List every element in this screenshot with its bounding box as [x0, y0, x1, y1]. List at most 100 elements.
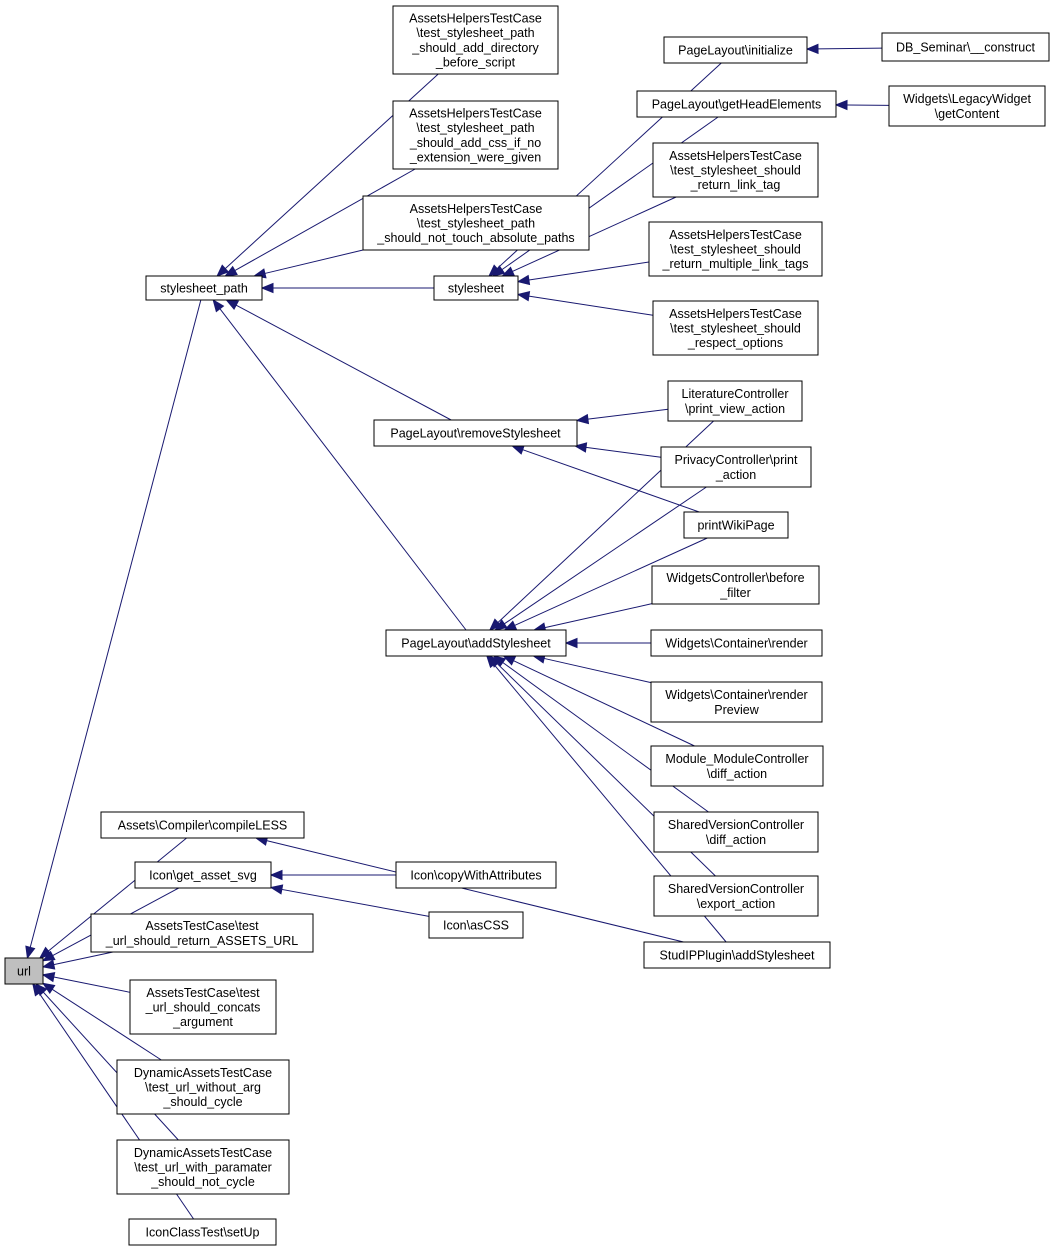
node-label-line: _respect_options: [687, 336, 783, 350]
node-label-line: DynamicAssetsTestCase: [134, 1066, 272, 1080]
node-label-line: DynamicAssetsTestCase: [134, 1146, 272, 1160]
node-box: [663, 36, 808, 64]
edge-printWiki-to-removeStylesheet: [522, 449, 700, 513]
node-t-abs[interactable]: AssetsHelpersTestCase\test_stylesheet_pa…: [362, 195, 590, 251]
node-label-line: \diff_action: [707, 767, 767, 781]
node-priv-print[interactable]: PrivacyController\print_action: [660, 446, 812, 488]
node-box: [134, 861, 272, 889]
node-box: [652, 142, 819, 198]
node-label-line: IconClassTest\setUp: [146, 1226, 260, 1240]
node-printWiki[interactable]: printWikiPage: [683, 511, 789, 539]
node-label-line: \test_stylesheet_should: [670, 243, 801, 257]
arrowhead-stylesheet_path: [216, 264, 230, 277]
node-label-line: PageLayout\getHeadElements: [652, 98, 822, 112]
node-sv-diff[interactable]: SharedVersionController\diff_action: [653, 811, 819, 853]
node-t-link-tag[interactable]: AssetsHelpersTestCase\test_stylesheet_sh…: [652, 142, 819, 198]
node-pl-getHead[interactable]: PageLayout\getHeadElements: [636, 90, 837, 118]
node-label-line: _should_add_directory: [411, 41, 539, 55]
node-get-asset-svg[interactable]: Icon\get_asset_svg: [134, 861, 272, 889]
edge-test_url_with-to-url: [42, 991, 179, 1141]
node-t-multi[interactable]: AssetsHelpersTestCase\test_stylesheet_sh…: [648, 221, 823, 277]
node-box: [129, 979, 277, 1035]
node-t-respect[interactable]: AssetsHelpersTestCase\test_stylesheet_sh…: [652, 300, 819, 356]
node-label-line: Icon\copyWithAttributes: [410, 869, 541, 883]
node-label-line: url: [17, 965, 31, 979]
arrowhead-stylesheet: [491, 265, 506, 277]
node-mm-diff[interactable]: Module_ModuleController\diff_action: [650, 745, 824, 787]
edge-printWiki-to-addStylesheet: [514, 537, 708, 626]
arrowhead-addStylesheet: [502, 655, 517, 666]
node-studip-add[interactable]: StudIPPlugin\addStylesheet: [643, 941, 831, 969]
arrowhead-removeStylesheet: [511, 444, 525, 455]
node-copyWithAttributes[interactable]: Icon\copyWithAttributes: [395, 861, 557, 889]
node-label-line: AssetsHelpersTestCase: [409, 12, 542, 26]
node-test-url-return[interactable]: AssetsTestCase\test_url_should_return_AS…: [90, 913, 314, 953]
node-label-line: DB_Seminar\__construct: [896, 41, 1035, 55]
node-label-line: SharedVersionController: [668, 818, 804, 832]
node-t-css[interactable]: AssetsHelpersTestCase\test_stylesheet_pa…: [392, 100, 559, 170]
arrowhead-stylesheet_path: [212, 298, 225, 313]
node-box: [683, 511, 789, 539]
node-lw-getContent[interactable]: Widgets\LegacyWidget\getContent: [888, 85, 1046, 127]
node-stylesheet-path[interactable]: stylesheet_path: [145, 275, 263, 301]
node-compileLESS[interactable]: Assets\Compiler\compileLESS: [100, 811, 305, 839]
node-db-construct[interactable]: DB_Seminar\__construct: [881, 32, 1050, 62]
arrowhead-pl_initialize: [805, 43, 819, 55]
edge-sv_diff-to-addStylesheet: [502, 662, 709, 813]
node-test-url-with[interactable]: DynamicAssetsTestCase\test_url_with_para…: [116, 1139, 290, 1195]
node-label-line: _action: [715, 468, 756, 482]
edge-db_construct-to-pl_initialize: [817, 47, 883, 50]
node-test-url-without[interactable]: DynamicAssetsTestCase\test_url_without_a…: [116, 1059, 290, 1115]
edge-t_respect-to-stylesheet: [528, 295, 654, 316]
node-box: [428, 911, 524, 939]
node-addStylesheet[interactable]: PageLayout\addStylesheet: [385, 629, 567, 657]
node-label-line: \diff_action: [706, 833, 766, 847]
node-label-line: Assets\Compiler\compileLESS: [118, 819, 288, 833]
node-label-line: AssetsHelpersTestCase: [669, 228, 802, 242]
node-box: [652, 300, 819, 356]
node-wc-before[interactable]: WidgetsController\before_filter: [651, 565, 820, 605]
node-test-url-concats[interactable]: AssetsTestCase\test_url_should_concats_a…: [129, 979, 277, 1035]
node-asCSS[interactable]: Icon\asCSS: [428, 911, 524, 939]
node-label-line: Icon\get_asset_svg: [149, 869, 257, 883]
arrowhead-pl_getHead: [834, 99, 848, 111]
node-box: [385, 629, 567, 657]
node-label-line: _should_not_cycle: [150, 1175, 255, 1189]
node-label-line: PrivacyController\print: [675, 453, 798, 467]
arrowhead-stylesheet: [516, 291, 531, 302]
node-t-dir[interactable]: AssetsHelpersTestCase\test_stylesheet_pa…: [392, 5, 559, 75]
node-label-line: AssetsHelpersTestCase: [669, 149, 802, 163]
arrowhead-removeStylesheet: [575, 413, 590, 425]
node-label-line: _extension_were_given: [409, 150, 541, 164]
node-box: [362, 195, 590, 251]
node-box: [653, 811, 819, 853]
edge-t_abs-to-stylesheet_path: [264, 249, 364, 274]
arrowhead-url: [32, 982, 44, 997]
node-sv-export[interactable]: SharedVersionController\export_action: [653, 875, 819, 917]
node-url[interactable]: url: [4, 957, 44, 985]
node-label-line: _should_not_touch_absolute_paths: [376, 231, 574, 245]
node-lit-print[interactable]: LiteratureController\print_view_action: [667, 380, 803, 422]
node-label-line: _url_should_return_ASSETS_URL: [105, 934, 299, 948]
node-label-line: _argument: [172, 1015, 233, 1029]
edge-t_multi-to-stylesheet: [528, 261, 650, 281]
node-stylesheet[interactable]: stylesheet: [433, 275, 519, 301]
node-box: [650, 745, 824, 787]
node-label-line: PageLayout\initialize: [678, 44, 793, 58]
arrowhead-stylesheet_path: [224, 265, 238, 277]
node-wc-render[interactable]: Widgets\Container\render: [650, 629, 823, 657]
edge-lit_print-to-removeStylesheet: [587, 408, 669, 420]
node-label-line: AssetsHelpersTestCase: [410, 202, 543, 216]
node-label-line: Module_ModuleController: [665, 752, 808, 766]
node-label-line: stylesheet_path: [160, 282, 248, 296]
node-box: [648, 221, 823, 277]
edge-t_dir-to-stylesheet_path: [224, 73, 439, 269]
node-removeStylesheet[interactable]: PageLayout\removeStylesheet: [373, 419, 578, 447]
node-label-line: Widgets\Container\render: [665, 688, 807, 702]
node-iconclass-setup[interactable]: IconClassTest\setUp: [128, 1218, 277, 1246]
node-pl-initialize[interactable]: PageLayout\initialize: [663, 36, 808, 64]
node-label-line: \test_stylesheet_path: [416, 121, 534, 135]
node-box: [433, 275, 519, 301]
